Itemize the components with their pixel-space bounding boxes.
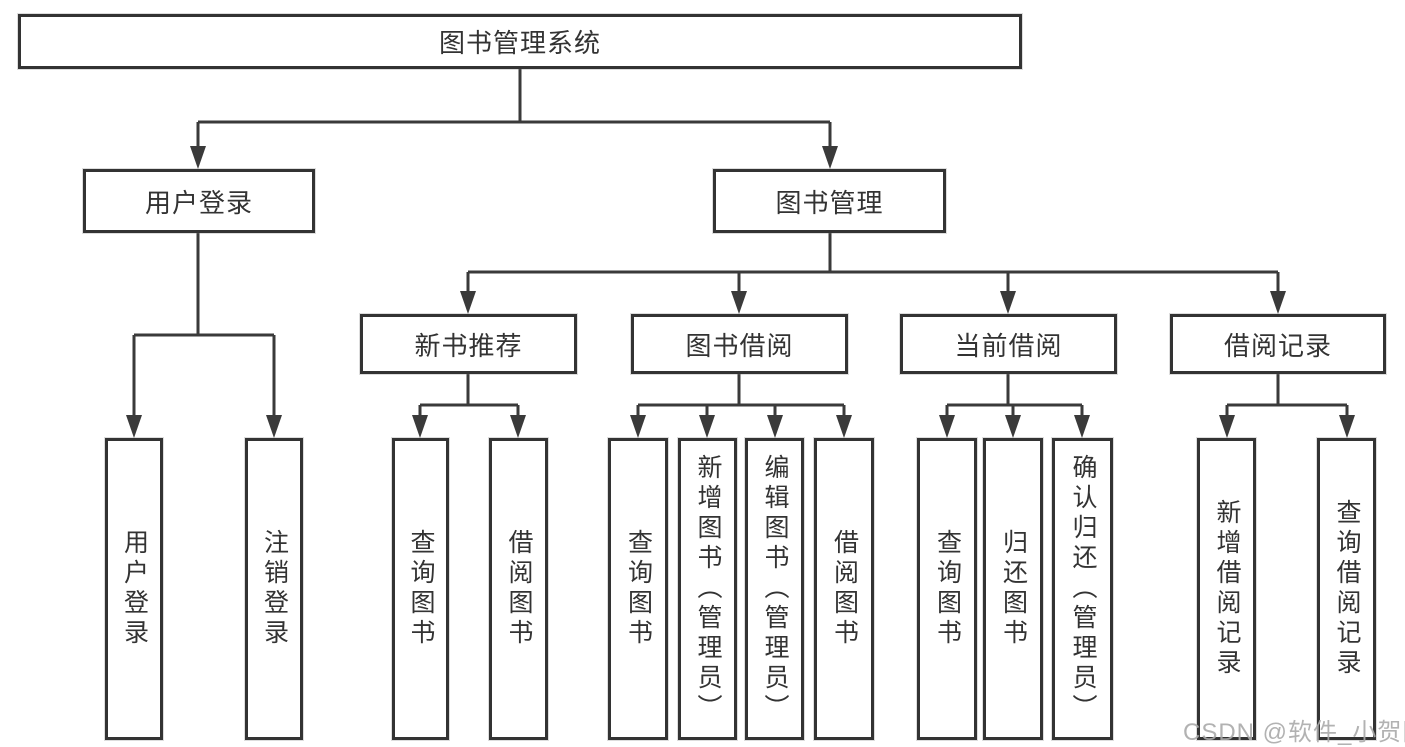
arrow-icon	[510, 415, 526, 438]
connector-book-borrow	[636, 374, 846, 418]
arrow-icon	[1270, 291, 1286, 314]
connector-book-mgmt	[466, 233, 1280, 296]
arrow-icon	[1005, 415, 1021, 438]
leaf-return-books: 归还图书	[983, 438, 1043, 740]
leaf-edit-books-admin: 编辑图书（管理员）	[745, 438, 804, 740]
arrow-icon	[126, 415, 142, 438]
leaf-confirm-return-admin: 确认归还（管理员）	[1052, 438, 1113, 740]
arrow-icon	[731, 291, 747, 314]
arrow-icon	[190, 146, 206, 169]
connector-current-borrow	[945, 374, 1084, 418]
arrow-icon	[1219, 415, 1235, 438]
node-user-login: 用户登录	[83, 169, 315, 233]
node-root-system: 图书管理系统	[18, 14, 1022, 69]
arrow-icon	[767, 415, 783, 438]
arrow-icon	[836, 415, 852, 438]
leaf-add-books-admin: 新增图书（管理员）	[678, 438, 737, 740]
connector-user-login	[132, 233, 276, 418]
leaf-logout-login: 注销登录	[245, 438, 303, 740]
csdn-watermark: CSDN @软件_小贺同学	[1183, 719, 1405, 746]
connector-borrow-record	[1225, 374, 1349, 418]
arrow-icon	[412, 415, 428, 438]
node-book-management: 图书管理	[713, 169, 946, 233]
arrow-icon	[1000, 291, 1016, 314]
connector-new-book	[418, 374, 520, 418]
arrow-icon	[822, 146, 838, 169]
leaf-query-books-borrow: 查询图书	[608, 438, 668, 740]
node-new-book-recommend: 新书推荐	[360, 314, 577, 374]
arrowheads	[126, 146, 1355, 438]
arrow-icon	[699, 415, 715, 438]
arrow-icon	[266, 415, 282, 438]
leaf-query-books-current: 查询图书	[917, 438, 977, 740]
node-borrow-record: 借阅记录	[1170, 314, 1386, 374]
connector-root	[196, 69, 832, 150]
leaf-query-borrow-record: 查询借阅记录	[1317, 438, 1376, 740]
leaf-user-login: 用户登录	[105, 438, 163, 740]
arrow-icon	[1339, 415, 1355, 438]
arrow-icon	[630, 415, 646, 438]
arrow-icon	[939, 415, 955, 438]
arrow-icon	[1074, 415, 1090, 438]
arrow-icon	[460, 291, 476, 314]
node-current-borrow: 当前借阅	[900, 314, 1117, 374]
leaf-borrow-books: 借阅图书	[814, 438, 874, 740]
leaf-query-books-recommend: 查询图书	[392, 438, 449, 740]
leaf-borrow-books-recommend: 借阅图书	[489, 438, 548, 740]
node-book-borrow: 图书借阅	[631, 314, 848, 374]
leaf-add-borrow-record: 新增借阅记录	[1197, 438, 1256, 740]
